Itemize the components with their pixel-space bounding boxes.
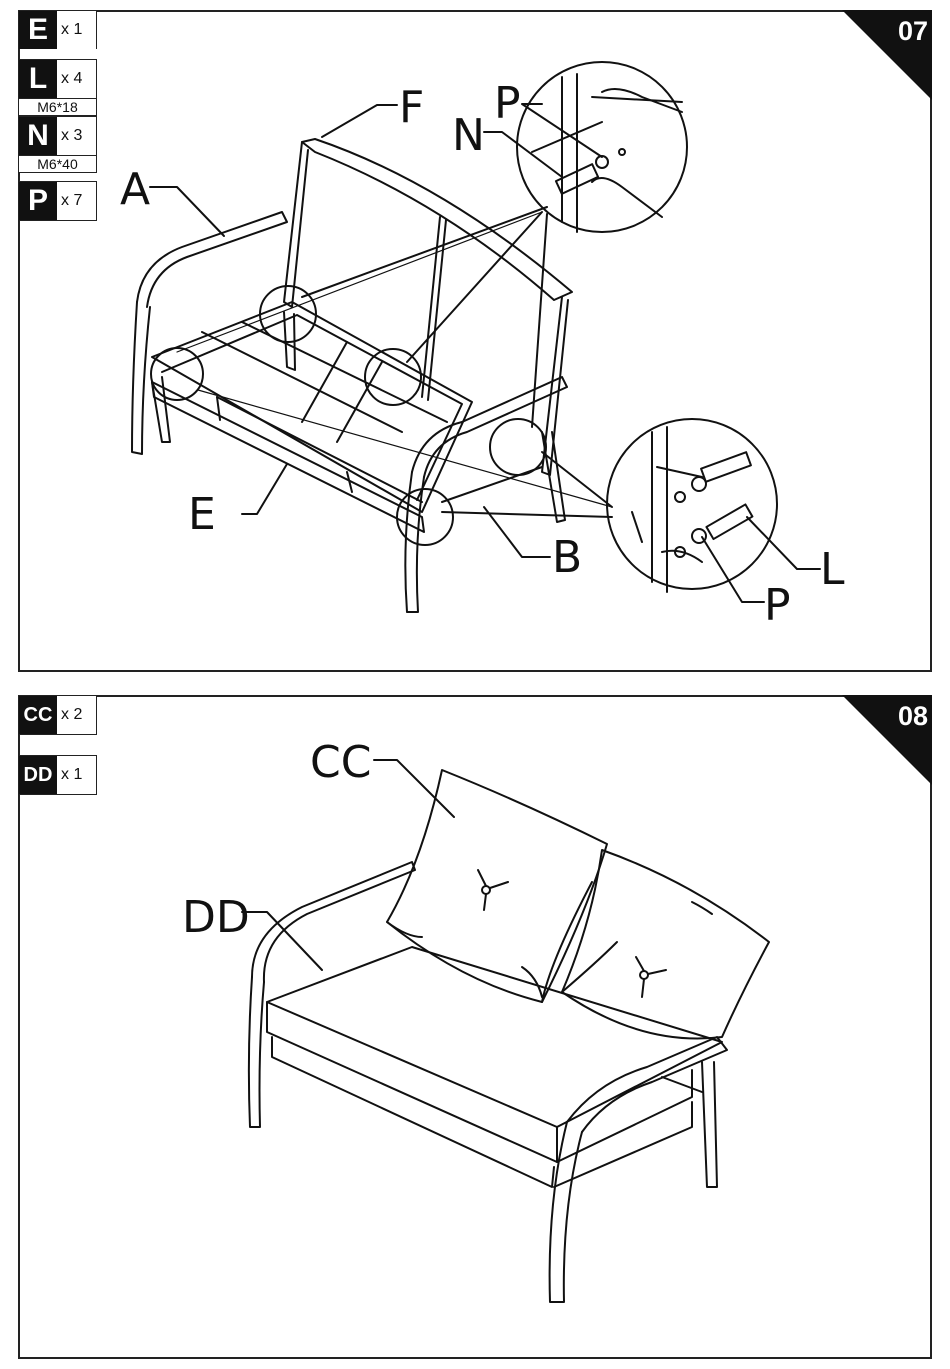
step-07-panel: 07 E x 1 L x 4 M6*18 N x 3 M6*40 P x 7 [18, 10, 932, 672]
callout-a: A [120, 164, 150, 215]
callout-cc: CC [310, 737, 371, 788]
callout-n: N [452, 110, 485, 161]
callout-f: F [399, 82, 424, 133]
callout-p-top: P [494, 78, 521, 129]
step-08-panel: 08 CC x 2 DD x 1 [18, 695, 932, 1359]
callout-b: B [552, 532, 582, 583]
callout-dd: DD [182, 892, 250, 943]
frame-assembly-drawing: A F P N E B L P [20, 12, 930, 670]
cushioned-loveseat-drawing: CC DD [20, 697, 930, 1357]
callout-l: L [820, 544, 845, 595]
callout-e: E [188, 489, 216, 540]
callout-p-bottom: P [764, 580, 791, 631]
